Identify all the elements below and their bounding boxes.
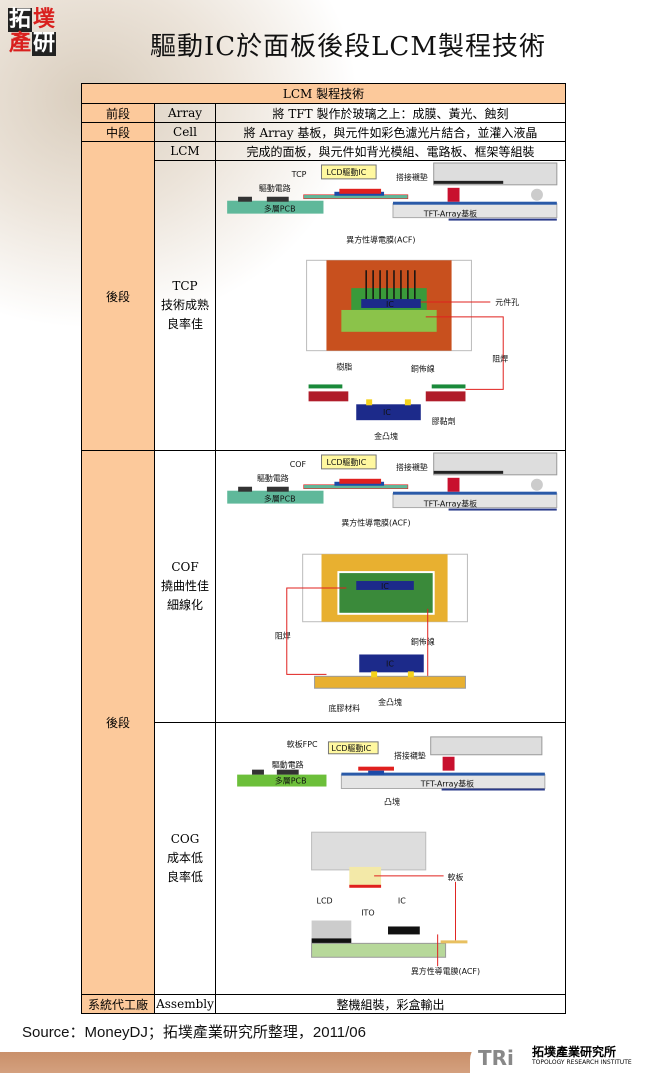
svg-text:IC: IC [381,582,389,591]
svg-text:阻焊: 阻焊 [492,354,508,364]
svg-text:IC: IC [386,659,394,668]
svg-text:驅動電路: 驅動電路 [271,760,303,770]
svg-text:TFT-Array基板: TFT-Array基板 [419,779,473,789]
svg-text:元件孔: 元件孔 [495,297,519,307]
cross-section [226,452,557,511]
svg-text:TFT-Array基板: TFT-Array基板 [422,209,476,219]
cog-diagram-cell: LCD驅動IC 軟板FPC 驅動電路多層PCB 搭接襯墊 TFT-Array基板凸塊… [215,722,566,995]
stage-cell: 前段 [81,103,155,123]
svg-text:銅佈線: 銅佈線 [410,637,434,647]
svg-text:搭接襯墊: 搭接襯墊 [395,462,427,472]
logo: 拓墣產研 [8,7,56,56]
svg-text:IC: IC [397,897,405,906]
svg-text:阻焊: 阻焊 [274,631,290,641]
svg-text:TFT-Array基板: TFT-Array基板 [422,499,476,509]
svg-text:多層PCB: 多層PCB [274,776,306,786]
stage-cell: 後段 [81,450,155,995]
process-cell: Array [154,103,216,123]
process-cell: Cell [154,122,216,142]
svg-text:IC: IC [386,300,394,309]
page-title: 驅動IC於面板後段LCM製程技術 [150,32,546,62]
svg-text:驅動電路: 驅動電路 [258,183,290,193]
stage-cell: 系統代工廠 [81,994,155,1014]
desc-cell: 整機組裝，彩盒輸出 [215,994,566,1014]
svg-text:IC: IC [383,408,391,417]
svg-text:軟板: 軟板 [447,872,463,882]
process-cell: LCM [154,141,216,161]
stage-cell: 中段 [81,122,155,142]
svg-text:LCD驅動IC: LCD驅動IC [326,458,366,467]
svg-text:COF: COF [289,460,306,469]
svg-text:樹脂: 樹脂 [336,362,352,372]
svg-text:搭接襯墊: 搭接襯墊 [395,172,427,182]
svg-text:搭接襯墊: 搭接襯墊 [393,751,425,761]
svg-text:LCD驅動IC: LCD驅動IC [326,168,366,177]
source-note: Source：MoneyDJ；拓墣產業研究所整理，2011/06 [22,1024,366,1041]
svg-text:軟板FPC: 軟板FPC [286,739,317,749]
table-title: LCM 製程技術 [81,83,566,104]
svg-text:銅佈線: 銅佈線 [410,364,434,374]
svg-text:金凸塊: 金凸塊 [374,431,398,441]
svg-text:膠黏劑: 膠黏劑 [431,416,455,426]
svg-text:驅動電路: 驅動電路 [257,473,289,483]
svg-text:ITO: ITO [361,909,374,918]
cross-section [226,162,557,221]
desc-cell: 完成的面板，與元件如背光模組、電路板、框架等組裝 [215,141,566,161]
desc-cell: 將 Array 基板，與元件如彩色濾光片結合，並灌入液晶 [215,122,566,142]
svg-text:LCD: LCD [316,897,332,906]
svg-text:異方性導電膜(ACF): 異方性導電膜(ACF) [346,234,415,244]
svg-text:金凸塊: 金凸塊 [378,697,402,707]
desc-cell: 將 TFT 製作於玻璃之上：成膜、黃光、蝕刻 [215,103,566,123]
svg-text:異方性導電膜(ACF): 異方性導電膜(ACF) [410,966,479,976]
stage-cell: 後段 [81,141,155,451]
svg-text:多層PCB: 多層PCB [263,494,295,504]
svg-text:異方性導電膜(ACF): 異方性導電膜(ACF) [341,517,410,527]
svg-text:凸塊: 凸塊 [384,796,400,806]
svg-text:底膠材料: 底膠材料 [328,703,360,713]
svg-text:多層PCB: 多層PCB [263,204,295,214]
svg-text:LCD驅動IC: LCD驅動IC [331,744,371,753]
process-cell: Assembly [154,994,216,1014]
svg-text:TCP: TCP [290,170,306,179]
